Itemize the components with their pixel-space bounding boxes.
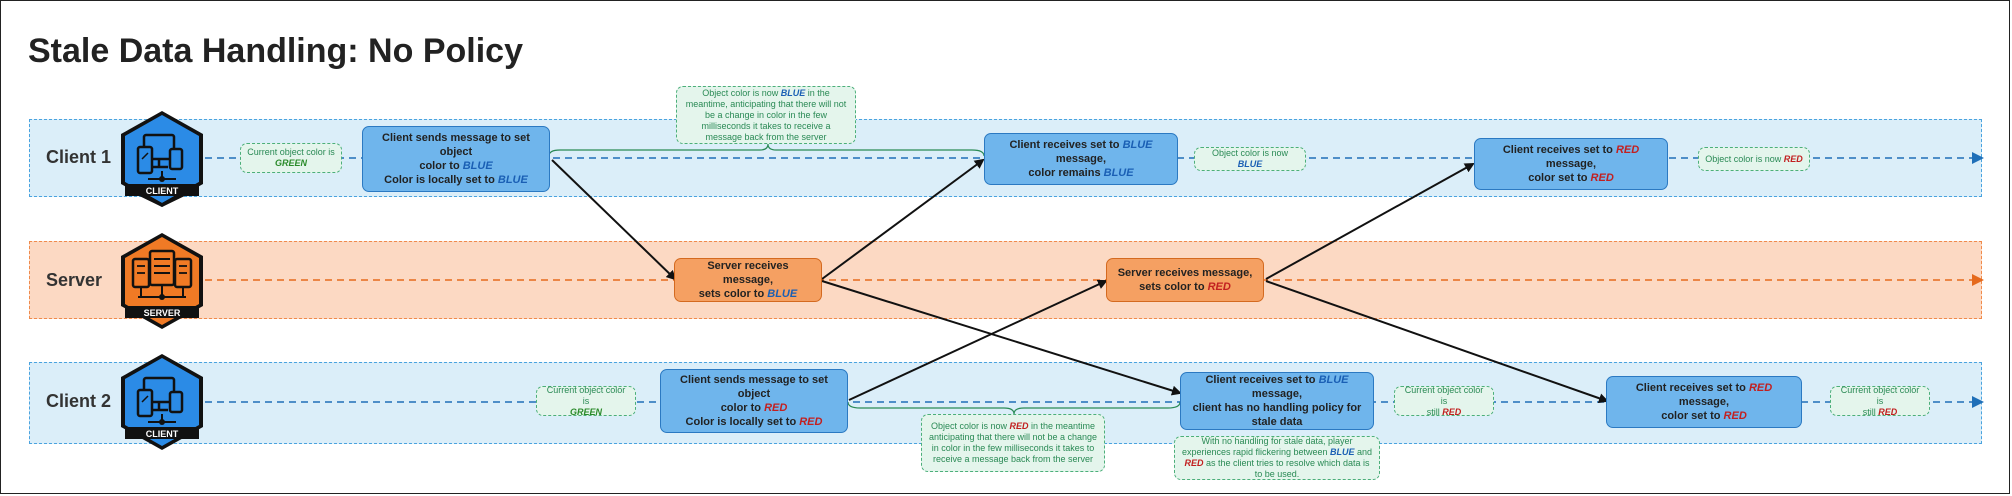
c1-send-line2a: color to xyxy=(419,160,463,172)
t-e: BLUE xyxy=(1103,167,1134,179)
note-c: in the meantime anticipating that there … xyxy=(928,421,1098,464)
c1-send-line3a: Color is locally set to xyxy=(384,174,498,186)
note-text: Current object color is xyxy=(247,147,335,157)
t-d: client has no handling policy for xyxy=(1192,402,1362,414)
note-b: RED xyxy=(1878,406,1898,417)
c2-send-line3a: Color is locally set to xyxy=(685,416,800,428)
note-b: RED xyxy=(1442,406,1462,417)
server-badge: SERVER xyxy=(144,308,181,318)
client-2-icon: CLIENT xyxy=(118,352,206,452)
t-c: message, xyxy=(1678,396,1730,408)
t-b: BLUE xyxy=(767,288,798,300)
t-b: RED xyxy=(1748,382,1773,394)
note-text: Current object color is xyxy=(1404,384,1484,406)
note-value: GREEN xyxy=(569,406,602,417)
c1-receive-red-box: Client receives set to RED message, colo… xyxy=(1474,138,1668,190)
note-a: still xyxy=(1426,406,1443,417)
note-value: GREEN xyxy=(274,158,307,168)
c1-send-line1: Client sends message to set object xyxy=(382,132,530,158)
note-a: Object color is now xyxy=(702,87,781,98)
note-c: and xyxy=(1354,447,1373,457)
client-1-icon: CLIENT xyxy=(118,109,206,209)
server-icon: SERVER xyxy=(118,231,206,331)
t-a: Client receives set to xyxy=(1205,374,1319,386)
t-b: RED xyxy=(1207,281,1231,293)
client-2-badge: CLIENT xyxy=(146,429,179,439)
note-b: RED xyxy=(1783,153,1803,164)
note-b: BLUE xyxy=(1237,159,1263,169)
t-d: color set to xyxy=(1528,172,1591,184)
c2-send-line1: Client sends message to set object xyxy=(680,374,828,400)
t-e: RED xyxy=(1590,172,1614,184)
note-a: Object color is now xyxy=(930,421,1010,431)
note-c: in the meantime, anticipating that there… xyxy=(685,87,847,142)
note-a: still xyxy=(1862,406,1879,417)
t-a: Client receives set to xyxy=(1009,139,1123,151)
c1-note-now-red: Object color is now RED xyxy=(1698,147,1810,171)
t-d: color set to xyxy=(1661,410,1724,422)
t-a: Client receives set to xyxy=(1502,144,1616,156)
note-b: RED xyxy=(1009,421,1029,431)
note-text: Current object color is xyxy=(1840,384,1920,406)
page-title: Stale Data Handling: No Policy xyxy=(28,32,523,70)
c2-note-initial: Current object color is GREEN xyxy=(536,384,636,417)
t-b: BLUE xyxy=(1122,139,1153,151)
c1-note-initial: Current object color is GREEN xyxy=(240,143,342,173)
t-d: color remains xyxy=(1028,167,1104,179)
t-a: sets color to xyxy=(1139,281,1208,293)
c1-send-box: Client sends message to set object color… xyxy=(362,126,550,192)
c2-receive-red-box: Client receives set to RED message, colo… xyxy=(1606,376,1802,428)
note-text: Current object color is xyxy=(546,384,626,406)
c1-receive-blue-box: Client receives set to BLUE message, col… xyxy=(984,133,1178,185)
note-a: With no handling for stale data, player … xyxy=(1181,436,1353,457)
t-b: RED xyxy=(1615,144,1640,156)
c2-send-line2b: RED xyxy=(764,402,788,414)
note-e: as the client tries to resolve which dat… xyxy=(1203,458,1370,479)
note-b: BLUE xyxy=(780,87,806,98)
t-line1: Server receives message, xyxy=(1117,267,1253,279)
server-receive-blue-box: Server receives message, sets color to B… xyxy=(674,258,822,302)
c2-note-still-red-2: Current object color is still RED xyxy=(1830,384,1930,417)
c2-send-box: Client sends message to set object color… xyxy=(660,369,848,433)
c1-send-line2b: BLUE xyxy=(462,160,493,172)
server-receive-red-box: Server receives message, sets color to R… xyxy=(1106,258,1264,302)
c1-note-anticipate: Object color is now BLUE in the meantime… xyxy=(676,86,856,144)
t-c: message, xyxy=(1545,158,1597,170)
c2-note-flicker: With no handling for stale data, player … xyxy=(1174,436,1380,480)
lane-label-client-2: Client 2 xyxy=(46,391,112,411)
note-a: Object color is now xyxy=(1211,148,1289,158)
t-line1: Server receives message, xyxy=(707,260,789,286)
c2-send-line3b: RED xyxy=(799,416,823,428)
t-c: message, xyxy=(1055,153,1107,165)
c2-note-anticipate: Object color is now RED in the meantime … xyxy=(921,414,1105,472)
c1-send-line3b: BLUE xyxy=(497,174,528,186)
c2-note-still-red-1: Current object color is still RED xyxy=(1394,384,1494,417)
lane-label-client-1: Client 1 xyxy=(46,147,112,167)
t-c: message, xyxy=(1251,388,1303,400)
note-b: BLUE xyxy=(1330,447,1355,457)
t-b: BLUE xyxy=(1318,374,1349,386)
note-d: RED xyxy=(1184,458,1204,468)
c1-note-now-blue: Object color is now BLUE xyxy=(1194,147,1306,171)
t-e: RED xyxy=(1723,410,1747,422)
c2-receive-blue-box: Client receives set to BLUE message, cli… xyxy=(1180,372,1374,430)
note-a: Object color is now xyxy=(1705,153,1784,164)
c2-send-line2a: color to xyxy=(720,402,765,414)
t-a: sets color to xyxy=(698,288,768,300)
client-1-badge: CLIENT xyxy=(146,186,179,196)
t-e: stale data xyxy=(1251,416,1303,428)
lane-server xyxy=(29,241,1982,319)
lane-label-server: Server xyxy=(46,270,103,290)
t-a: Client receives set to xyxy=(1635,382,1749,394)
